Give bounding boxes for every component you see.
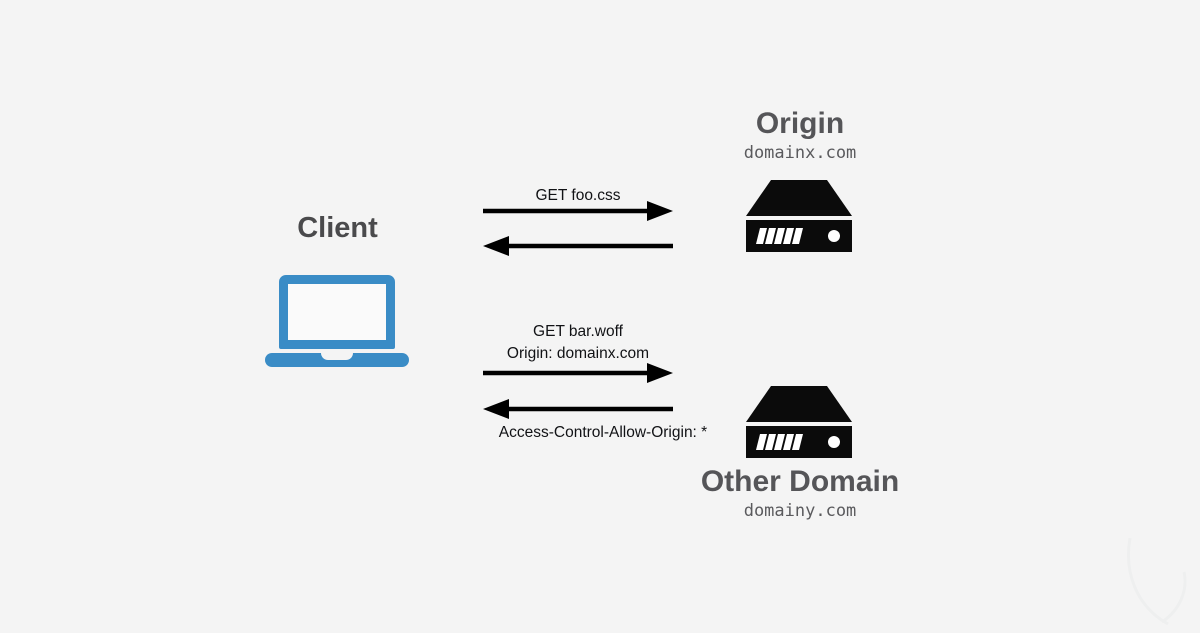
client-label: Client <box>297 212 378 244</box>
request-line-origin-header: Origin: domainx.com <box>506 345 650 363</box>
origin-server-node: Origin domainx.com <box>680 108 920 162</box>
server-icon <box>746 180 852 252</box>
watermark <box>1122 532 1196 628</box>
arrow-response-bar-woff <box>483 398 673 420</box>
request-label-get-bar-woff: GET bar.woff Origin: domainx.com <box>443 321 713 366</box>
origin-server-title: Origin <box>755 107 845 140</box>
arrow-request-bar-woff <box>483 362 673 384</box>
origin-server-domain: domainx.com <box>743 142 857 163</box>
arrow-response-foo-css <box>483 235 673 257</box>
other-domain-domain: domainy.com <box>743 500 857 521</box>
other-domain-node: Other Domain domainy.com <box>660 466 940 520</box>
arrow-request-foo-css <box>483 200 673 222</box>
laptop-notch <box>321 353 353 360</box>
client-node: Client <box>240 212 435 245</box>
server-icon <box>746 386 852 458</box>
laptop-base <box>265 353 409 367</box>
request-line-method: GET bar.woff <box>533 323 623 340</box>
response-label-acao-header: Access-Control-Allow-Origin: * <box>498 424 708 441</box>
laptop-icon <box>265 275 409 367</box>
other-domain-title: Other Domain <box>700 465 900 498</box>
laptop-screen <box>279 275 395 349</box>
request-label-get-foo-css: GET foo.css <box>535 187 621 204</box>
